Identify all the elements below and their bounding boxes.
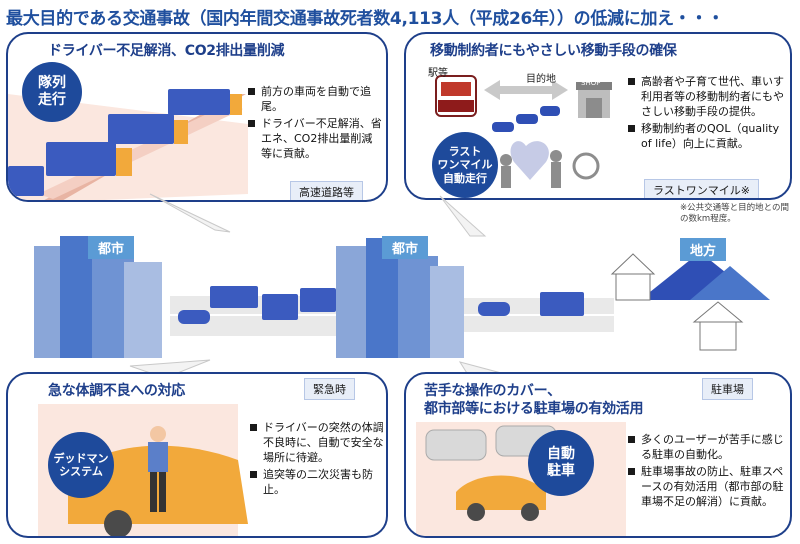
truck-2 bbox=[108, 114, 188, 144]
platooning-bullets: 前方の車両を自動で追尾。 ドライバー不足解消、省エネ、CO2排出量削減等に貢献。 bbox=[248, 84, 383, 163]
bullet-item: 追突等の二次災害も防止。 bbox=[250, 467, 384, 497]
platooning-title: ドライバー不足解消、CO2排出量削減 bbox=[48, 43, 285, 59]
bullet-item: 移動制約者のQOL（quality of life）向上に貢献。 bbox=[628, 121, 788, 151]
last-mile-illustration bbox=[435, 75, 612, 188]
bullet-item: 高齢者や子育て世代、車いす利用者等の移動制約者にもやさしい移動手段の提供。 bbox=[628, 74, 788, 119]
parking-bullets: 多くのユーザーが苦手に感じる駐車の自動化。 駐車場事故の防止、駐車スペースの有効… bbox=[628, 432, 788, 511]
parking-tag: 駐車場 bbox=[702, 378, 753, 400]
rural-scene bbox=[610, 252, 770, 351]
rural-label: 地方 bbox=[680, 238, 727, 261]
small-cars bbox=[492, 106, 560, 132]
truck-4 bbox=[8, 166, 44, 196]
panel-deadman: 急な体調不良への対応 デッドマン システム ドライバーの突然の体調不良時に、自動… bbox=[6, 372, 388, 538]
parking-illustration bbox=[416, 422, 626, 536]
platooning-illustration bbox=[8, 89, 248, 200]
last-mile-circle: ラスト ワンマイル 自動走行 bbox=[432, 132, 498, 198]
deadman-illustration bbox=[38, 404, 248, 536]
city-label-right: 都市 bbox=[382, 236, 429, 259]
bullet-item: 前方の車両を自動で追尾。 bbox=[248, 84, 383, 114]
last-mile-tag: ラストワンマイル※ bbox=[644, 179, 759, 198]
truck-3 bbox=[46, 142, 132, 176]
city-label-left: 都市 bbox=[88, 236, 135, 259]
last-mile-note: ※公共交通等と目的地との間の数km程度。 bbox=[680, 203, 790, 224]
parking-title-line-1: 苦手な操作のカバー、 bbox=[424, 383, 561, 399]
road-vehicles-left bbox=[178, 286, 336, 324]
panel-parking: 苦手な操作のカバー、 都市部等における駐車場の有効活用 自動 駐車 多くのユーザ… bbox=[404, 372, 792, 538]
panel-last-mile: 移動制約者にもやさしい移動手段の確保 駅等 目的地 SHOP ラスト ワンマイル… bbox=[404, 32, 792, 200]
parked-car bbox=[456, 475, 546, 521]
city-buildings-right bbox=[336, 238, 464, 358]
deadman-bullets: ドライバーの突然の体調不良時に、自動で安全な場所に待避。 追突等の二次災害も防止… bbox=[250, 420, 384, 499]
last-mile-bullets: 高齢者や子育て世代、車いす利用者等の移動制約者にもやさしい移動手段の提供。 移動… bbox=[628, 74, 788, 153]
main-title: 最大目的である交通事故（国内年間交通事故死者数4,113人（平成26年））の低減… bbox=[6, 9, 724, 29]
destination-label: 目的地 bbox=[526, 74, 556, 85]
bullet-item: ドライバー不足解消、省エネ、CO2排出量削減等に貢献。 bbox=[248, 116, 383, 161]
people-illustration bbox=[500, 141, 600, 188]
last-mile-title: 移動制約者にもやさしい移動手段の確保 bbox=[430, 43, 677, 59]
deadman-tag: 緊急時 bbox=[304, 378, 355, 400]
panel-platooning: ドライバー不足解消、CO2排出量削減 隊列 走行 前方の車両を自動で追尾。 ドラ… bbox=[6, 32, 388, 202]
shop-icon bbox=[576, 82, 612, 118]
city-buildings-left bbox=[34, 236, 162, 358]
bullet-item: 多くのユーザーが苦手に感じる駐車の自動化。 bbox=[628, 432, 788, 462]
bullet-item: ドライバーの突然の体調不良時に、自動で安全な場所に待避。 bbox=[250, 420, 384, 465]
road-vehicles-right bbox=[478, 292, 584, 316]
shop-label: SHOP bbox=[581, 79, 601, 87]
parking-circle: 自動 駐車 bbox=[528, 430, 594, 496]
truck-1 bbox=[168, 89, 242, 115]
double-arrow-icon bbox=[484, 80, 568, 100]
platooning-circle: 隊列 走行 bbox=[22, 62, 82, 122]
deadman-circle: デッドマン システム bbox=[48, 432, 114, 498]
platooning-tag: 高速道路等 bbox=[290, 181, 363, 200]
station-label: 駅等 bbox=[428, 68, 448, 79]
bullet-item: 駐車場事故の防止、駐車スペースの有効活用（都市部の駐車場不足の解消）に貢献。 bbox=[628, 464, 788, 509]
parking-title-line-2: 都市部等における駐車場の有効活用 bbox=[424, 401, 644, 417]
person-icon bbox=[148, 426, 168, 512]
deadman-title: 急な体調不良への対応 bbox=[48, 383, 185, 399]
train-icon bbox=[435, 75, 477, 117]
